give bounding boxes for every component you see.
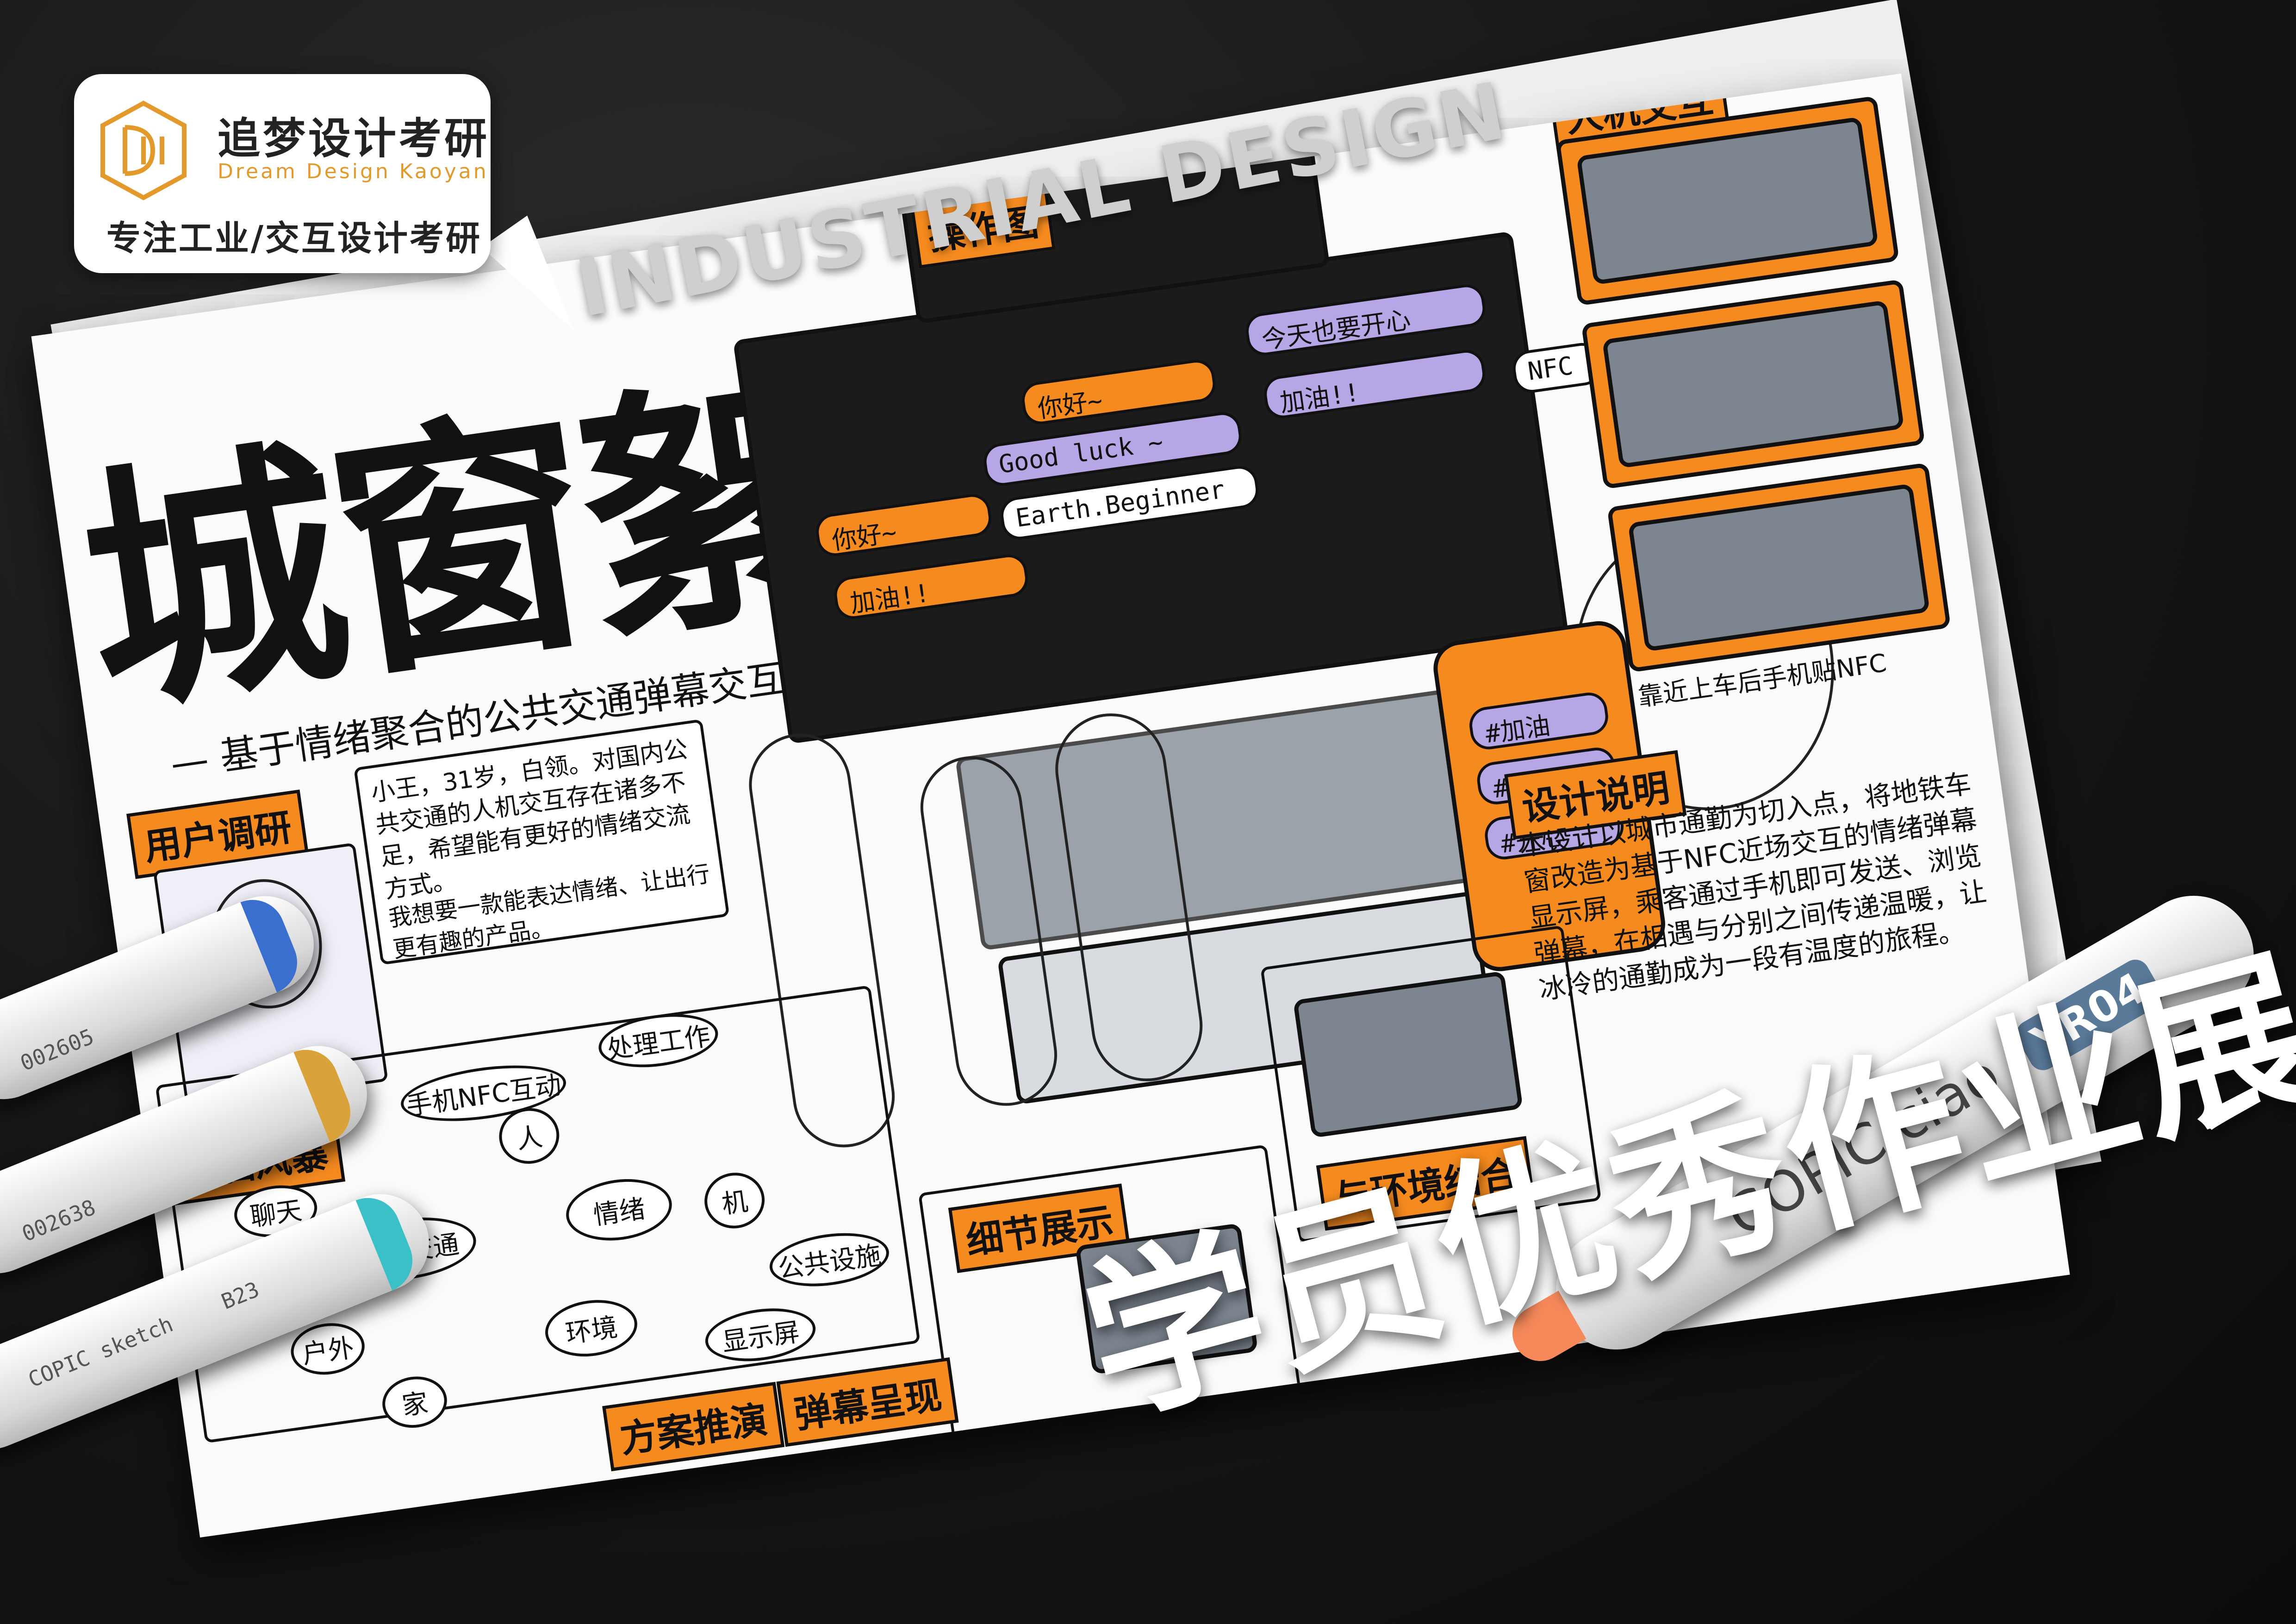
- marker-code: 002638: [18, 1194, 99, 1247]
- brand-logo-icon: [100, 100, 187, 200]
- marker-code: B23: [218, 1276, 263, 1314]
- brand-english-name: Dream Design Kaoyan: [218, 160, 489, 183]
- brand-card: [74, 74, 491, 273]
- brand-name: 追梦设计考研: [218, 114, 490, 163]
- marker-code: 002605: [17, 1024, 98, 1076]
- brand-tagline: 专注工业/交互设计考研: [106, 219, 482, 258]
- section-label-scheme: 方案推演: [602, 1381, 785, 1472]
- section-label-detail-c: 弹幕呈现: [776, 1357, 959, 1447]
